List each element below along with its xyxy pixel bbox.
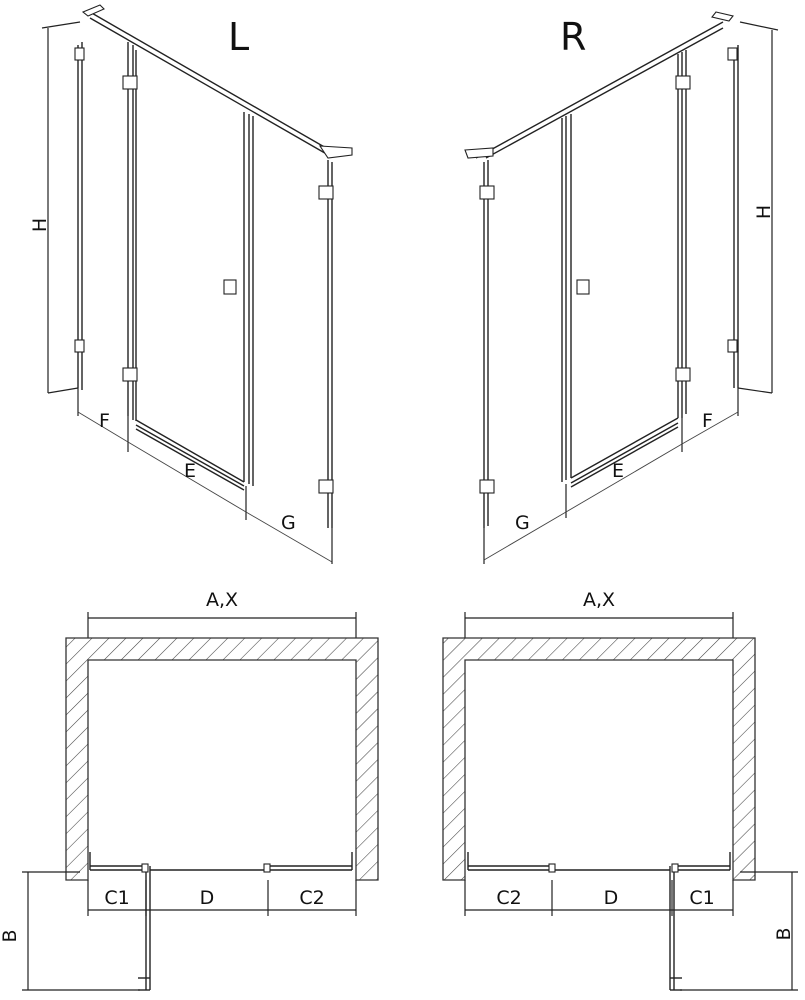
panel-bracket-icon (479, 479, 495, 494)
left-dim-f: F (99, 410, 110, 432)
left-variant-label: L (228, 15, 249, 59)
right-dim-h: H (753, 205, 775, 219)
wall-bracket-icon (74, 47, 85, 61)
left-dim-c2: C2 (299, 887, 324, 909)
door-hinge-icon (122, 367, 138, 382)
right-isometric-view: R (464, 11, 779, 564)
panel-bracket-icon (318, 479, 334, 494)
right-plan-glass (467, 852, 731, 991)
left-plan-dimension-lines (22, 871, 357, 991)
right-side-panel (479, 118, 563, 528)
panel-bracket-icon (479, 185, 495, 200)
left-plan-view: A,X (0, 589, 379, 991)
right-plan-walls (442, 637, 756, 881)
right-top-rail (464, 11, 734, 159)
right-dim-c2: C2 (496, 887, 521, 909)
left-door-panel (122, 50, 250, 491)
door-hinge-icon (675, 367, 691, 382)
door-hinge-icon (675, 75, 691, 90)
right-dim-g: G (515, 512, 530, 534)
right-dim-c1: C1 (689, 887, 714, 909)
left-dimension-lines (41, 21, 333, 564)
door-handle-icon (223, 279, 237, 295)
left-isometric-view: L (29, 4, 353, 564)
right-dim-b: B (773, 927, 795, 940)
right-door-panel (565, 54, 691, 488)
plan-hinge-icon (671, 863, 679, 873)
left-dim-h: H (29, 218, 51, 232)
left-plan-walls (65, 637, 379, 881)
right-plan-view: A,X C2 (442, 589, 798, 991)
left-top-rail (81, 4, 353, 159)
right-plan-dimension-lines (464, 871, 798, 991)
left-plan-glass (89, 852, 353, 991)
door-hinge-icon (122, 75, 138, 90)
left-dim-e: E (184, 460, 196, 482)
plan-hinge-icon (141, 863, 149, 873)
wall-bracket-icon (74, 339, 85, 353)
right-fixed-panel (681, 45, 739, 418)
right-dim-e: E (612, 460, 624, 482)
right-dim-f: F (702, 410, 713, 432)
left-side-panel (252, 116, 334, 528)
left-dim-g: G (281, 512, 296, 534)
plan-bracket-icon (263, 863, 271, 873)
left-dim-c1: C1 (104, 887, 129, 909)
left-dim-d: D (200, 887, 215, 909)
left-dim-a-x: A,X (206, 589, 238, 611)
left-dim-b: B (0, 929, 21, 942)
plan-bracket-icon (548, 863, 556, 873)
panel-bracket-icon (318, 185, 334, 200)
left-fixed-panel (74, 42, 134, 420)
wall-bracket-icon (727, 339, 738, 353)
door-handle-icon (576, 279, 590, 295)
right-dim-a-x: A,X (583, 589, 615, 611)
right-variant-label: R (560, 15, 586, 59)
right-dimension-lines (483, 21, 779, 564)
wall-bracket-icon (727, 47, 738, 61)
right-dim-d: D (604, 887, 619, 909)
